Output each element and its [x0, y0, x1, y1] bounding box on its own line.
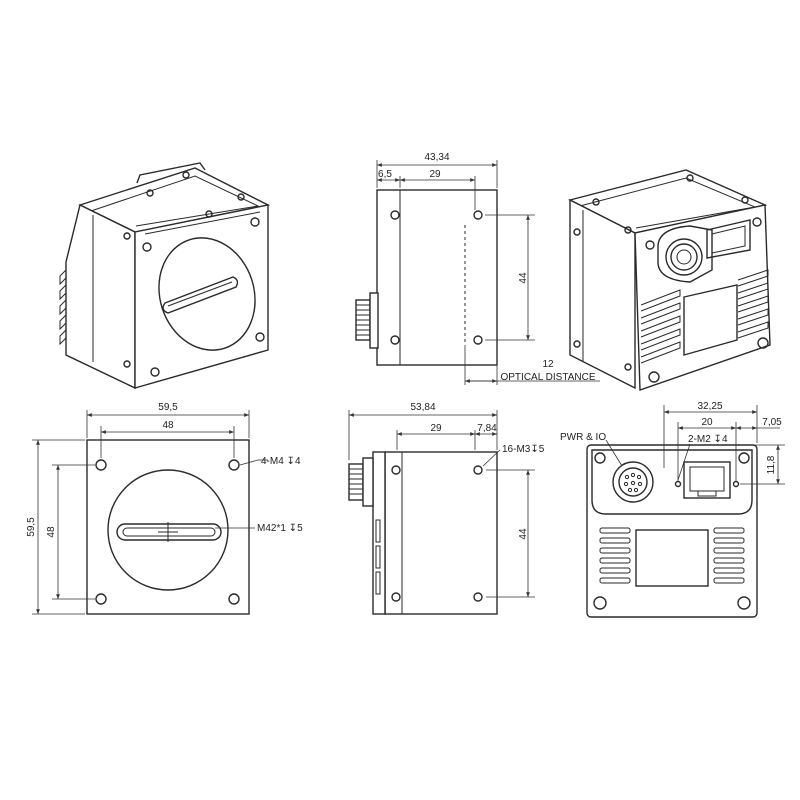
callout-16-m3: 16-M3↧5 [502, 444, 545, 455]
dim-20: 20 [701, 417, 713, 428]
dim-6-5: 6,5 [378, 169, 392, 180]
callout-m42-mount: M42*1 ↧5 [257, 523, 303, 534]
rear-fins [599, 527, 745, 584]
dim-48-height: 48 [46, 526, 57, 538]
side-view-bottom: 53,84 29 7,84 16-M3↧5 44 [348, 402, 545, 615]
iso-rear-view [568, 169, 771, 391]
rear-dim-lines [605, 405, 785, 485]
dim-48-width: 48 [162, 420, 174, 431]
front-ortho-view: 59,5 48 59,5 48 4-M4 ↧4 M42*1 ↧5 [26, 402, 303, 615]
dim-44-bottom: 44 [518, 528, 529, 540]
callout-4-m4: 4-M4 ↧4 [261, 456, 301, 467]
dim-59-5-height: 59,5 [26, 517, 37, 537]
iso-front-fins [59, 268, 67, 346]
side-view-top: 43,34 6,5 29 44 12 OPTICAL DISTANCE [355, 152, 600, 385]
dim-7-84: 7,84 [477, 423, 497, 434]
iso-rear-fins [640, 269, 769, 364]
dim-29-bottom: 29 [430, 423, 442, 434]
dim-43-34: 43,34 [424, 152, 449, 163]
optical-distance-label: OPTICAL DISTANCE [500, 372, 595, 383]
iso-front-view [59, 162, 271, 390]
front-dim-lines [32, 410, 268, 615]
rear-ortho-view: 32,25 20 7,05 2-M2 ↧4 11,8 PWR & IO [560, 401, 785, 618]
label-pwr-io: PWR & IO [560, 432, 606, 443]
dim-7-05: 7,05 [762, 417, 782, 428]
side-bottom-fins [375, 519, 381, 595]
dim-53-84: 53,84 [410, 402, 435, 413]
side-top-dim-lines [376, 160, 600, 385]
side-bottom-dim-lines [348, 410, 535, 598]
dim-44-top: 44 [518, 272, 529, 284]
dim-32-25: 32,25 [697, 401, 722, 412]
dim-29-top: 29 [429, 169, 441, 180]
dim-optical-12: 12 [542, 359, 554, 370]
dim-11-8: 11,8 [766, 455, 777, 474]
callout-2-m2: 2-M2 ↧4 [688, 434, 728, 445]
dim-59-5-width: 59,5 [158, 402, 178, 413]
